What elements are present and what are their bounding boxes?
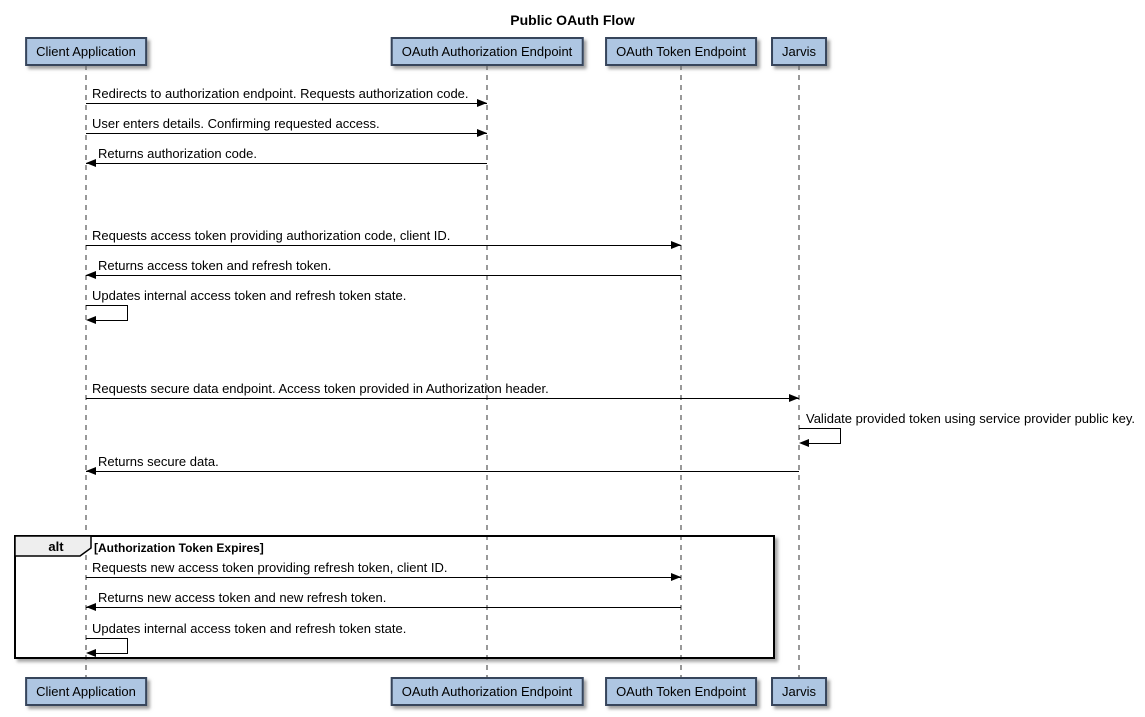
message-arrow-line <box>86 245 681 246</box>
message-label: Redirects to authorization endpoint. Req… <box>92 86 469 101</box>
participant-top-oauth-authorization-endpoint: OAuth Authorization Endpoint <box>390 37 584 66</box>
alt-condition-label: [Authorization Token Expires] <box>94 541 264 555</box>
participant-top-oauth-token-endpoint: OAuth Token Endpoint <box>605 37 757 66</box>
message-arrow-line <box>86 163 487 164</box>
self-loop-bottom-line <box>96 320 128 321</box>
participant-top-jarvis: Jarvis <box>771 37 827 66</box>
diagram-title: Public OAuth Flow <box>510 12 635 28</box>
message-arrow-line <box>86 577 681 578</box>
arrowhead-left-icon <box>86 603 96 611</box>
arrowhead-left-icon <box>86 316 96 324</box>
self-loop-right-line <box>127 305 128 320</box>
lifeline-oauth-token-endpoint <box>680 65 682 677</box>
self-loop-bottom-line <box>96 653 128 654</box>
arrowhead-right-icon <box>671 241 681 249</box>
message-label: Returns authorization code. <box>98 146 257 161</box>
lifeline-client-application <box>85 65 87 677</box>
participant-bottom-oauth-authorization-endpoint: OAuth Authorization Endpoint <box>390 677 584 706</box>
message-label: Returns secure data. <box>98 454 219 469</box>
self-loop-top-line <box>86 305 128 306</box>
message-label: Requests secure data endpoint. Access to… <box>92 381 549 396</box>
lifeline-jarvis <box>798 65 800 677</box>
arrowhead-right-icon <box>789 394 799 402</box>
message-arrow-line <box>86 398 799 399</box>
message-arrow-line <box>86 275 681 276</box>
alt-frame: alt [Authorization Token Expires] <box>14 535 775 659</box>
message-label: User enters details. Confirming requeste… <box>92 116 380 131</box>
self-loop-top-line <box>86 638 128 639</box>
arrowhead-right-icon <box>477 99 487 107</box>
arrowhead-left-icon <box>799 439 809 447</box>
arrowhead-right-icon <box>671 573 681 581</box>
message-label: Returns new access token and new refresh… <box>98 590 387 605</box>
message-label: Updates internal access token and refres… <box>92 621 407 636</box>
self-loop-right-line <box>840 428 841 443</box>
participant-bottom-oauth-token-endpoint: OAuth Token Endpoint <box>605 677 757 706</box>
message-label: Updates internal access token and refres… <box>92 288 407 303</box>
alt-operator-label: alt <box>48 539 64 554</box>
arrowhead-left-icon <box>86 467 96 475</box>
message-arrow-line <box>86 607 681 608</box>
message-label: Requests access token providing authoriz… <box>92 228 451 243</box>
arrowhead-left-icon <box>86 649 96 657</box>
message-arrow-line <box>86 471 799 472</box>
self-loop-right-line <box>127 638 128 653</box>
participant-top-client-application: Client Application <box>25 37 147 66</box>
message-label: Requests new access token providing refr… <box>92 560 448 575</box>
self-loop-top-line <box>799 428 841 429</box>
self-loop-bottom-line <box>809 443 841 444</box>
participant-bottom-client-application: Client Application <box>25 677 147 706</box>
message-arrow-line <box>86 133 487 134</box>
arrowhead-left-icon <box>86 159 96 167</box>
lifeline-oauth-authorization-endpoint <box>486 65 488 677</box>
alt-operator-pentagon <box>14 535 92 557</box>
participant-bottom-jarvis: Jarvis <box>771 677 827 706</box>
arrowhead-left-icon <box>86 271 96 279</box>
message-label: Validate provided token using service pr… <box>806 411 1136 426</box>
arrowhead-right-icon <box>477 129 487 137</box>
message-arrow-line <box>86 103 487 104</box>
message-label: Returns access token and refresh token. <box>98 258 332 273</box>
